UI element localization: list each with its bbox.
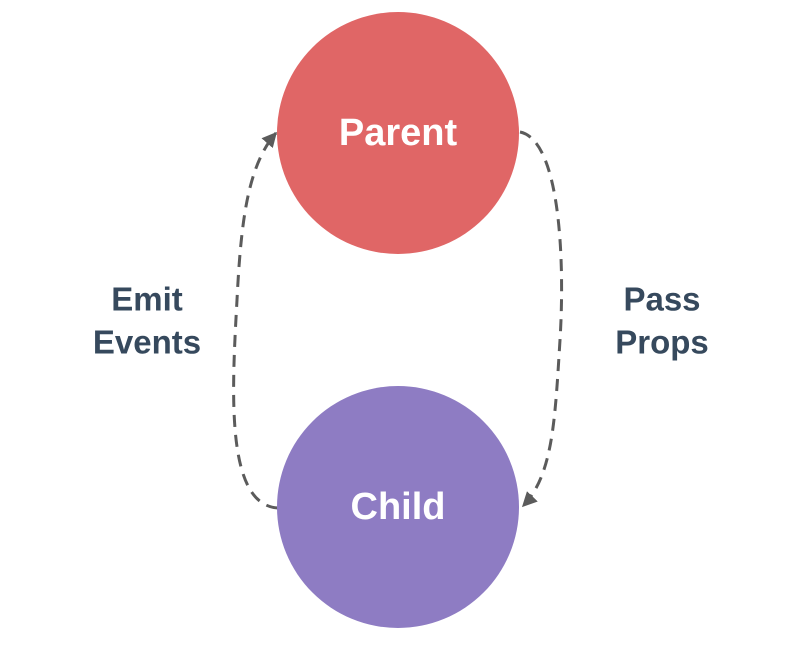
pass-props-label: Pass Props (615, 281, 709, 361)
emit-events-label: Emit Events (93, 281, 201, 361)
emit-events-label-line2: Events (93, 324, 201, 361)
emit-events-label-line1: Emit (111, 281, 183, 318)
pass-props-label-line1: Pass (623, 281, 700, 318)
parent-circle (277, 12, 519, 254)
emit-events-arrow (232, 131, 279, 510)
child-label: Child (351, 486, 446, 528)
parent-node: Parent (277, 12, 519, 254)
pass-props-arrow (519, 130, 564, 508)
parent-label: Parent (339, 112, 458, 154)
child-circle (277, 386, 519, 628)
child-node: Child (277, 386, 519, 628)
pass-props-label-line2: Props (615, 324, 709, 361)
